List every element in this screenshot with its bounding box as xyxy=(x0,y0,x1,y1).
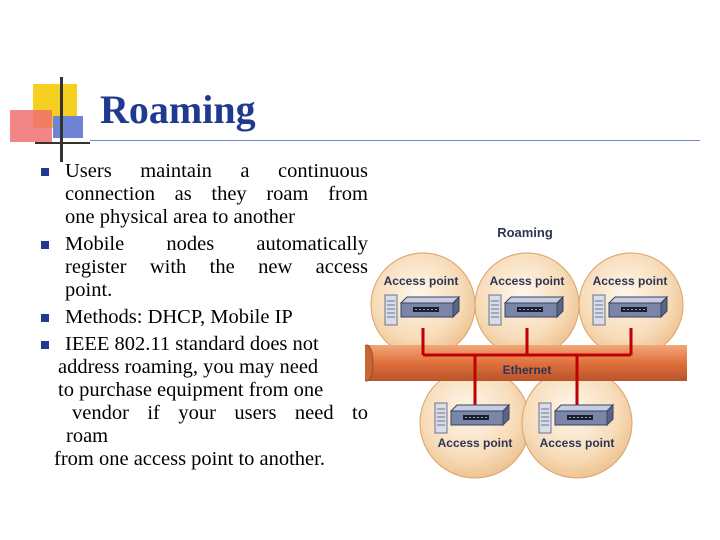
bullet-line: Methods: DHCP, Mobile IP xyxy=(65,306,293,328)
horizontal-rule xyxy=(35,142,90,144)
bullet-item: Users maintain a continuous connection a… xyxy=(38,160,368,229)
bullet-line: IEEE 802.11 standard does not xyxy=(65,333,319,355)
ethernet-end xyxy=(365,344,374,382)
ethernet-label: Ethernet xyxy=(503,363,552,377)
bullet-line: Mobile nodes automatically xyxy=(65,233,368,255)
bullet-line: Users maintain a continuous xyxy=(65,160,368,182)
bullet-line: register with the new access xyxy=(65,256,368,278)
access-point-label: Access point xyxy=(593,274,668,288)
access-point-label: Access point xyxy=(438,436,513,450)
bullet-item: IEEE 802.11 standard does not address ro… xyxy=(38,333,368,471)
square-bullet-icon xyxy=(41,314,49,322)
network-cables xyxy=(421,328,633,405)
bullet-line: to purchase equipment from one xyxy=(58,379,324,401)
bullet-line: vendor if your users need to xyxy=(72,402,368,424)
vertical-rule xyxy=(60,77,63,162)
bullet-line: from one access point to another. xyxy=(54,448,325,470)
access-point-label: Access point xyxy=(540,436,615,450)
square-bullet-icon xyxy=(41,341,49,349)
bullet-item: Methods: DHCP, Mobile IP xyxy=(38,306,368,329)
access-point-label: Access point xyxy=(490,274,565,288)
corner-decoration xyxy=(0,70,100,162)
title-underline xyxy=(90,140,700,141)
bullet-item: Mobile nodes automatically register with… xyxy=(38,233,368,302)
bullet-list: Users maintain a continuous connection a… xyxy=(38,160,368,475)
roaming-diagram: Roaming Access point Access point Access… xyxy=(365,225,687,479)
access-point-label: Access point xyxy=(384,274,459,288)
red-square xyxy=(10,110,52,142)
bullet-line: point. xyxy=(65,279,113,301)
diagram-title: Roaming xyxy=(497,225,553,240)
bullet-line: address roaming, you may need xyxy=(58,356,319,378)
square-bullet-icon xyxy=(41,168,49,176)
square-bullet-icon xyxy=(41,241,49,249)
slide-title: Roaming xyxy=(100,87,256,132)
bullet-line: connection as they roam from xyxy=(65,183,368,205)
bullet-line: roam xyxy=(66,425,109,447)
blue-square xyxy=(53,116,83,138)
bullet-line: one physical area to another xyxy=(65,206,295,228)
